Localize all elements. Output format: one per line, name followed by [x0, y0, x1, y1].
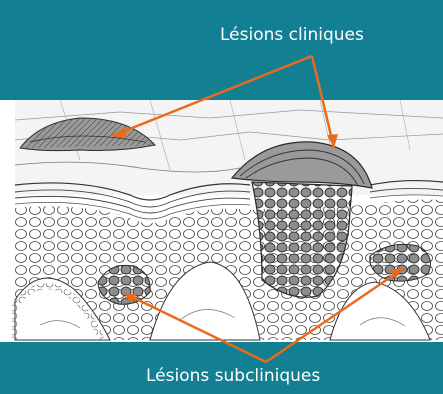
subclinical-lesion-right — [370, 244, 431, 281]
label-subclinical-lesions: Lésions subcliniques — [146, 368, 320, 385]
label-clinical-lesions: Lésions cliniques — [220, 27, 364, 44]
